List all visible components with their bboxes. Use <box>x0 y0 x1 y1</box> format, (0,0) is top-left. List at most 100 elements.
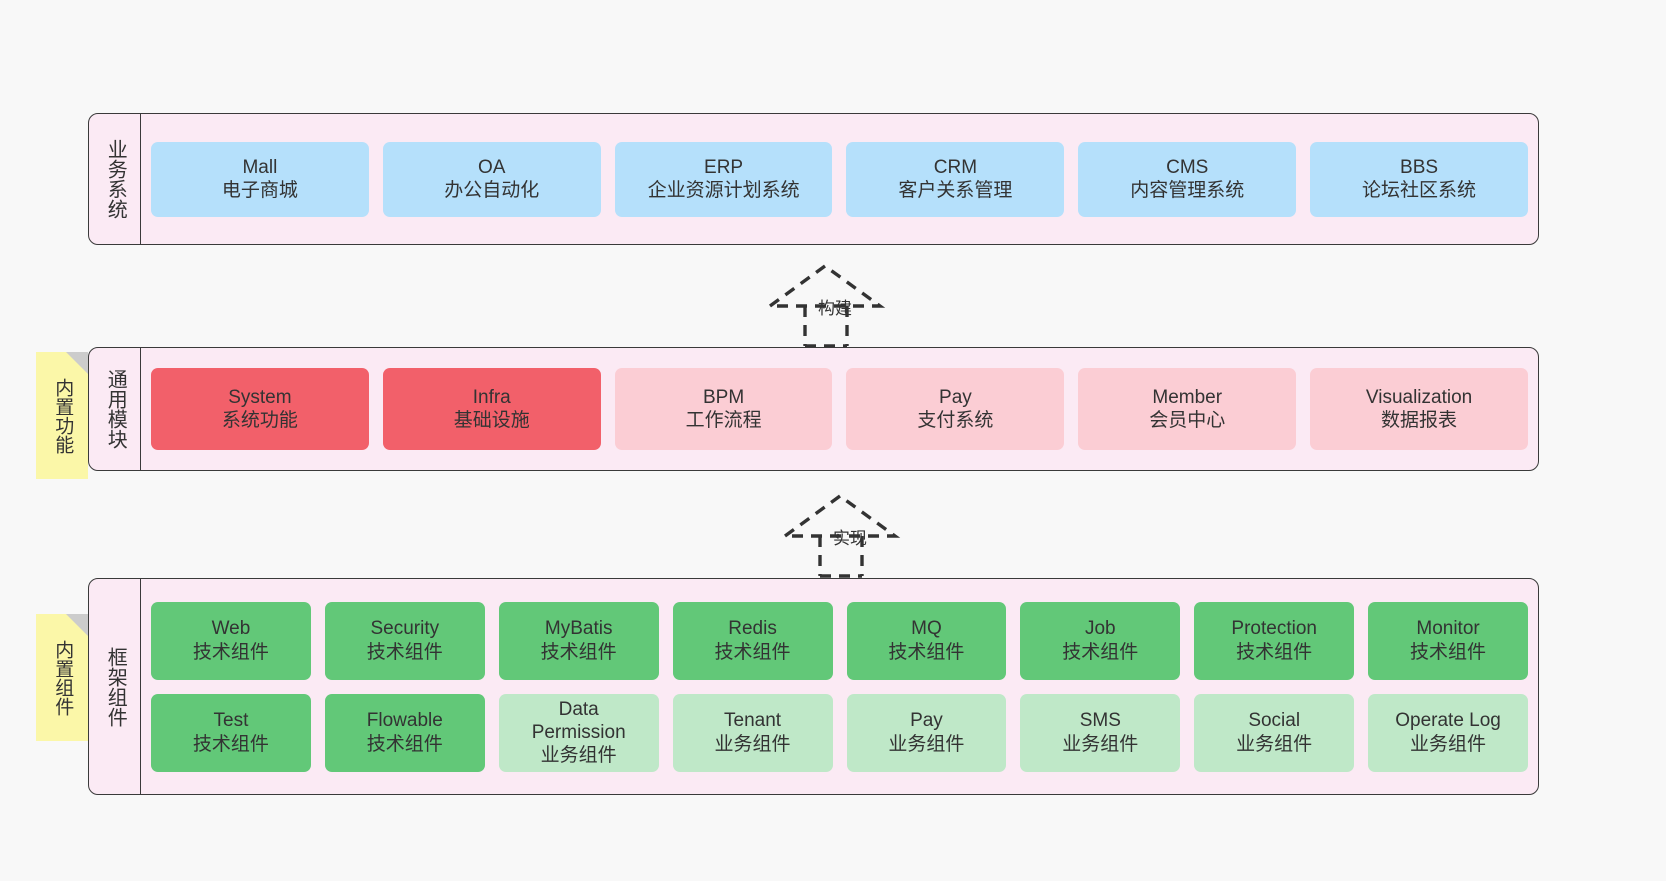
sticky-note-label: 内置组件 <box>52 639 74 716</box>
card-subtitle: 工作流程 <box>685 410 762 431</box>
framework-components-row-2: Test 技术组件 Flowable 技术组件 Data Permission … <box>151 693 1528 772</box>
card-subtitle: 支付系统 <box>917 410 994 431</box>
sticky-note-builtin-features: 内置功能 <box>36 352 88 479</box>
card-subtitle: 业务组件 <box>1410 733 1487 755</box>
card-title: BBS <box>1400 156 1439 178</box>
card-title: Data Permission <box>531 698 626 743</box>
card-mq[interactable]: MQ 技术组件 <box>846 601 1007 680</box>
card-title: Job <box>1084 618 1116 640</box>
card-protection[interactable]: Protection 技术组件 <box>1194 601 1355 680</box>
card-subtitle: 技术组件 <box>1236 641 1313 663</box>
connector-build-label: 构建 <box>818 299 852 318</box>
card-subtitle: 技术组件 <box>192 733 269 755</box>
card-title: Mall <box>242 156 278 178</box>
card-subtitle: 技术组件 <box>192 641 269 663</box>
card-title: Web <box>211 618 251 640</box>
card-web[interactable]: Web 技术组件 <box>151 601 311 680</box>
card-subtitle: 系统功能 <box>221 410 298 431</box>
card-title: Protection <box>1231 618 1317 640</box>
card-flowable[interactable]: Flowable 技术组件 <box>324 693 485 772</box>
layer-common-modules: 通用模块 System 系统功能 Infra 基础设施 BPM 工作流程 Pay… <box>88 347 1539 471</box>
card-infra[interactable]: Infra 基础设施 <box>382 368 601 450</box>
card-sms[interactable]: SMS 业务组件 <box>1020 693 1181 772</box>
card-monitor[interactable]: Monitor 技术组件 <box>1368 601 1528 680</box>
card-subtitle: 技术组件 <box>366 733 443 755</box>
card-title: ERP <box>704 156 744 178</box>
card-subtitle: 业务组件 <box>888 733 965 755</box>
card-title: Pay <box>939 386 972 408</box>
card-bpm[interactable]: BPM 工作流程 <box>614 368 833 450</box>
card-mybatis[interactable]: MyBatis 技术组件 <box>498 601 659 680</box>
card-title: Security <box>370 618 440 640</box>
card-title: MQ <box>911 618 942 640</box>
framework-components-row-1: Web 技术组件 Security 技术组件 MyBatis 技术组件 Redi… <box>151 601 1528 680</box>
card-subtitle: 会员中心 <box>1149 410 1226 431</box>
card-title: Redis <box>728 618 777 640</box>
card-test[interactable]: Test 技术组件 <box>151 693 311 772</box>
sticky-note-label: 内置功能 <box>52 377 74 454</box>
card-social[interactable]: Social 业务组件 <box>1194 693 1355 772</box>
layer-title-framework-components: 框架组件 <box>89 579 141 794</box>
card-subtitle: 技术组件 <box>366 641 443 663</box>
card-title: Tenant <box>724 710 782 732</box>
card-data-permission[interactable]: Data Permission 业务组件 <box>498 693 659 772</box>
card-visualization[interactable]: Visualization 数据报表 <box>1310 368 1528 450</box>
card-cms[interactable]: CMS 内容管理系统 <box>1078 141 1297 217</box>
card-operate-log[interactable]: Operate Log 业务组件 <box>1368 693 1528 772</box>
card-subtitle: 数据报表 <box>1381 410 1458 431</box>
business-systems-row: Mall 电子商城 OA 办公自动化 ERP 企业资源计划系统 CRM 客户关系… <box>151 141 1528 217</box>
fold-corner-icon <box>66 352 88 374</box>
card-subtitle: 企业资源计划系统 <box>647 180 800 201</box>
layer-framework-components: 框架组件 Web 技术组件 Security 技术组件 MyBatis 技术组件 <box>88 578 1539 795</box>
card-crm[interactable]: CRM 客户关系管理 <box>846 141 1065 217</box>
card-subtitle: 业务组件 <box>1236 733 1313 755</box>
card-subtitle: 业务组件 <box>540 745 617 767</box>
card-job[interactable]: Job 技术组件 <box>1020 601 1181 680</box>
card-title: Infra <box>472 386 511 408</box>
card-title: CRM <box>933 156 978 178</box>
card-title: CMS <box>1166 156 1209 178</box>
connector-implement: 实现 <box>770 488 940 578</box>
card-tenant[interactable]: Tenant 业务组件 <box>672 693 833 772</box>
common-modules-row: System 系统功能 Infra 基础设施 BPM 工作流程 Pay 支付系统… <box>151 368 1528 450</box>
card-security[interactable]: Security 技术组件 <box>324 601 485 680</box>
card-subtitle: 技术组件 <box>1410 641 1487 663</box>
card-subtitle: 论坛社区系统 <box>1362 180 1477 201</box>
card-erp[interactable]: ERP 企业资源计划系统 <box>614 141 833 217</box>
card-mall[interactable]: Mall 电子商城 <box>151 141 369 217</box>
card-bbs[interactable]: BBS 论坛社区系统 <box>1310 141 1528 217</box>
card-oa[interactable]: OA 办公自动化 <box>382 141 601 217</box>
card-subtitle: 办公自动化 <box>444 180 540 201</box>
card-pay-component[interactable]: Pay 业务组件 <box>846 693 1007 772</box>
card-title: Monitor <box>1416 618 1480 640</box>
card-system[interactable]: System 系统功能 <box>151 368 369 450</box>
card-title: Operate Log <box>1395 710 1501 732</box>
card-subtitle: 电子商城 <box>221 180 298 201</box>
connector-implement-label: 实现 <box>833 529 867 548</box>
card-title: Member <box>1152 386 1223 408</box>
card-title: Flowable <box>366 710 443 732</box>
layer-title-business-systems: 业务系统 <box>89 114 141 244</box>
card-title: MyBatis <box>544 618 613 640</box>
card-member[interactable]: Member 会员中心 <box>1078 368 1297 450</box>
card-subtitle: 业务组件 <box>714 733 791 755</box>
card-subtitle: 基础设施 <box>453 410 530 431</box>
layer-title-common-modules: 通用模块 <box>89 348 141 470</box>
card-title: Test <box>213 710 249 732</box>
layer-body-common-modules: System 系统功能 Infra 基础设施 BPM 工作流程 Pay 支付系统… <box>141 348 1538 470</box>
card-subtitle: 客户关系管理 <box>898 180 1013 201</box>
card-title: Social <box>1248 710 1301 732</box>
framework-components-grid: Web 技术组件 Security 技术组件 MyBatis 技术组件 Redi… <box>151 588 1528 786</box>
fold-corner-icon <box>66 614 88 636</box>
layer-body-framework-components: Web 技术组件 Security 技术组件 MyBatis 技术组件 Redi… <box>141 579 1538 794</box>
card-title: BPM <box>702 386 745 408</box>
sticky-note-builtin-components: 内置组件 <box>36 614 88 741</box>
card-subtitle: 技术组件 <box>888 641 965 663</box>
card-pay-module[interactable]: Pay 支付系统 <box>846 368 1065 450</box>
connector-build: 构建 <box>755 258 925 348</box>
card-title: Visualization <box>1365 386 1473 408</box>
card-subtitle: 内容管理系统 <box>1130 180 1245 201</box>
card-redis[interactable]: Redis 技术组件 <box>672 601 833 680</box>
implement-arrow-icon <box>779 493 901 578</box>
card-title: SMS <box>1079 710 1121 732</box>
